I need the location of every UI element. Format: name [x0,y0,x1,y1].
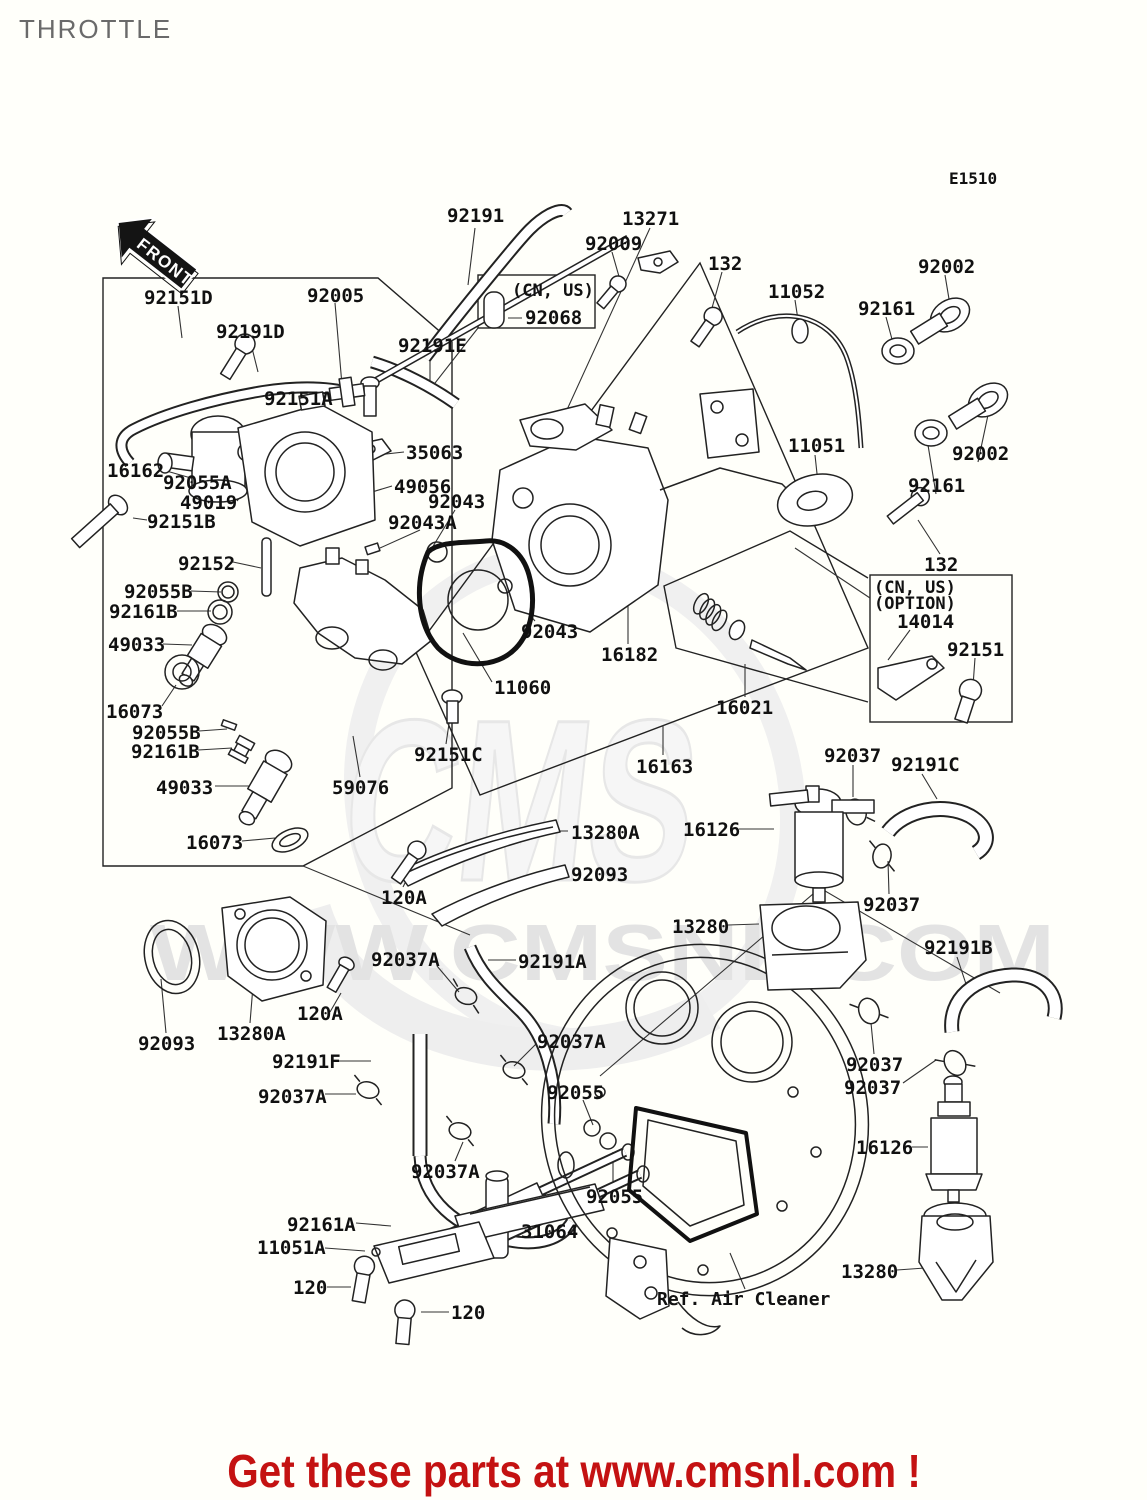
part-label-92161b-32[interactable]: 92161B [109,601,178,623]
part-label-11051-15[interactable]: 11051 [788,435,846,457]
part-label-31064-71[interactable]: 31064 [521,1221,579,1243]
part-label-92055b-40[interactable]: 92055B [132,722,201,744]
part-label-49019-22[interactable]: 49019 [180,492,238,514]
part-label-92037-53[interactable]: 92037 [863,894,921,916]
part-label-92161-21[interactable]: 92161 [908,475,966,497]
part-label-92161a-70[interactable]: 92161A [287,1214,356,1236]
part-label-49033-34[interactable]: 49033 [108,634,166,656]
part-label-59076-47[interactable]: 59076 [332,777,390,799]
valve-group-box [663,530,869,703]
part-label-13280a-48[interactable]: 13280A [571,822,640,844]
part-label-16073-39[interactable]: 16073 [106,701,164,723]
part-label-92151d-8[interactable]: 92151D [144,287,213,309]
part-label-13280-54[interactable]: 13280 [672,916,730,938]
part-label-option-29: (OPTION) [874,594,956,614]
part-label-92037a-68[interactable]: 92037A [411,1161,480,1183]
part-label-92055a-19[interactable]: 92055A [163,472,232,494]
part-label-16126-67[interactable]: 16126 [856,1137,914,1159]
diagram-code: E1510 [949,169,998,188]
bolt-nut-parts [881,297,1009,525]
part-label-92191d-10[interactable]: 92191D [216,321,285,343]
part-label-49056-20[interactable]: 49056 [394,476,452,498]
part-label-16163-43[interactable]: 16163 [636,756,694,778]
part-label-92043-33[interactable]: 92043 [521,621,579,643]
part-label-92151a-14[interactable]: 92151A [264,388,333,410]
part-label-92191a-57[interactable]: 92191A [518,951,587,973]
part-label-13280a-59[interactable]: 13280A [217,1023,286,1045]
cn-us-option-box-2 [869,574,1013,723]
part-label-92151c-42[interactable]: 92151C [414,744,483,766]
gasket-parts [143,819,570,1014]
part-label-92002-6[interactable]: 92002 [918,256,976,278]
air-cleaner-drawing [540,943,870,1336]
part-label-11052-5[interactable]: 11052 [768,281,826,303]
part-label-120a-52[interactable]: 120A [381,887,427,909]
part-label-92151b-25[interactable]: 92151B [147,511,216,533]
part-label-14014-30[interactable]: 14014 [897,611,955,633]
part-label-92093-51[interactable]: 92093 [571,864,629,886]
part-label-cnus-28: (CN, US) [874,578,956,598]
part-label-92191e-13[interactable]: 92191E [398,335,467,357]
part-label-92009-3[interactable]: 92009 [585,233,643,255]
canister-parts [759,785,994,1301]
part-label-92191c-45[interactable]: 92191C [891,754,960,776]
hoses-drawing [115,204,1063,1250]
cn-us-option-box-1 [477,274,596,329]
part-label-92037-63[interactable]: 92037 [846,1054,904,1076]
part-label-92037a-60[interactable]: 92037A [537,1031,606,1053]
part-label-132-26[interactable]: 132 [924,554,959,576]
part-label-92037a-66[interactable]: 92037A [258,1086,327,1108]
part-label-92055b-31[interactable]: 92055B [124,581,193,603]
part-label-92151-35[interactable]: 92151 [947,639,1005,661]
part-label-92037a-56[interactable]: 92037A [371,949,440,971]
part-label-92152-27[interactable]: 92152 [178,553,236,575]
part-label-16162-18[interactable]: 16162 [107,460,165,482]
part-label-11060-37[interactable]: 11060 [494,677,552,699]
part-label-92055-64[interactable]: 92055 [547,1082,605,1104]
part-label-16126-49[interactable]: 16126 [683,819,741,841]
part-label-92055-69[interactable]: 92055 [586,1186,644,1208]
page-title: THROTTLE [19,14,173,44]
throttle-body-drawing [237,250,854,667]
part-label-120-74[interactable]: 120 [293,1277,328,1299]
part-label-92191b-55[interactable]: 92191B [924,937,993,959]
cmsnl-banner-link[interactable]: Get these parts at www.cmsnl.com ! [226,1445,921,1497]
part-label-92191-1[interactable]: 92191 [447,205,505,227]
part-label-16182-36[interactable]: 16182 [601,644,659,666]
part-label-16021-38[interactable]: 16021 [716,697,774,719]
part-label-120a-58[interactable]: 120A [297,1003,343,1025]
throttle-valve-parts [692,592,983,724]
part-label-13271-2[interactable]: 13271 [622,208,680,230]
part-label-92043-23[interactable]: 92043 [428,491,486,513]
part-label-92161-7[interactable]: 92161 [858,298,916,320]
part-label-120-75[interactable]: 120 [451,1302,486,1324]
part-label-13280-73[interactable]: 13280 [841,1261,899,1283]
fuel-regulator-injector-parts [70,333,463,853]
part-label-92191f-62[interactable]: 92191F [272,1051,341,1073]
part-label-16073-50[interactable]: 16073 [186,832,244,854]
part-label-11051a-72[interactable]: 11051A [257,1237,326,1259]
part-label-92093-61[interactable]: 92093 [138,1033,196,1055]
part-label-35063-17[interactable]: 35063 [406,442,464,464]
part-label-92037-44[interactable]: 92037 [824,745,882,767]
part-label-92005-9[interactable]: 92005 [307,285,365,307]
part-label-92068-12[interactable]: 92068 [525,307,583,329]
part-label-92161b-41[interactable]: 92161B [131,741,200,763]
fuel-pipe-parts [351,1054,650,1346]
part-label-49033-46[interactable]: 49033 [156,777,214,799]
part-label-92043a-24[interactable]: 92043A [388,512,457,534]
part-label-132-4[interactable]: 132 [708,253,743,275]
part-label-92002-16[interactable]: 92002 [952,443,1010,465]
part-label-cnus-11: (CN, US) [512,281,594,301]
part-label-92037-65[interactable]: 92037 [844,1077,902,1099]
left-group-box [102,277,453,867]
ref-air-cleaner[interactable]: Ref. Air Cleaner [657,1289,831,1310]
